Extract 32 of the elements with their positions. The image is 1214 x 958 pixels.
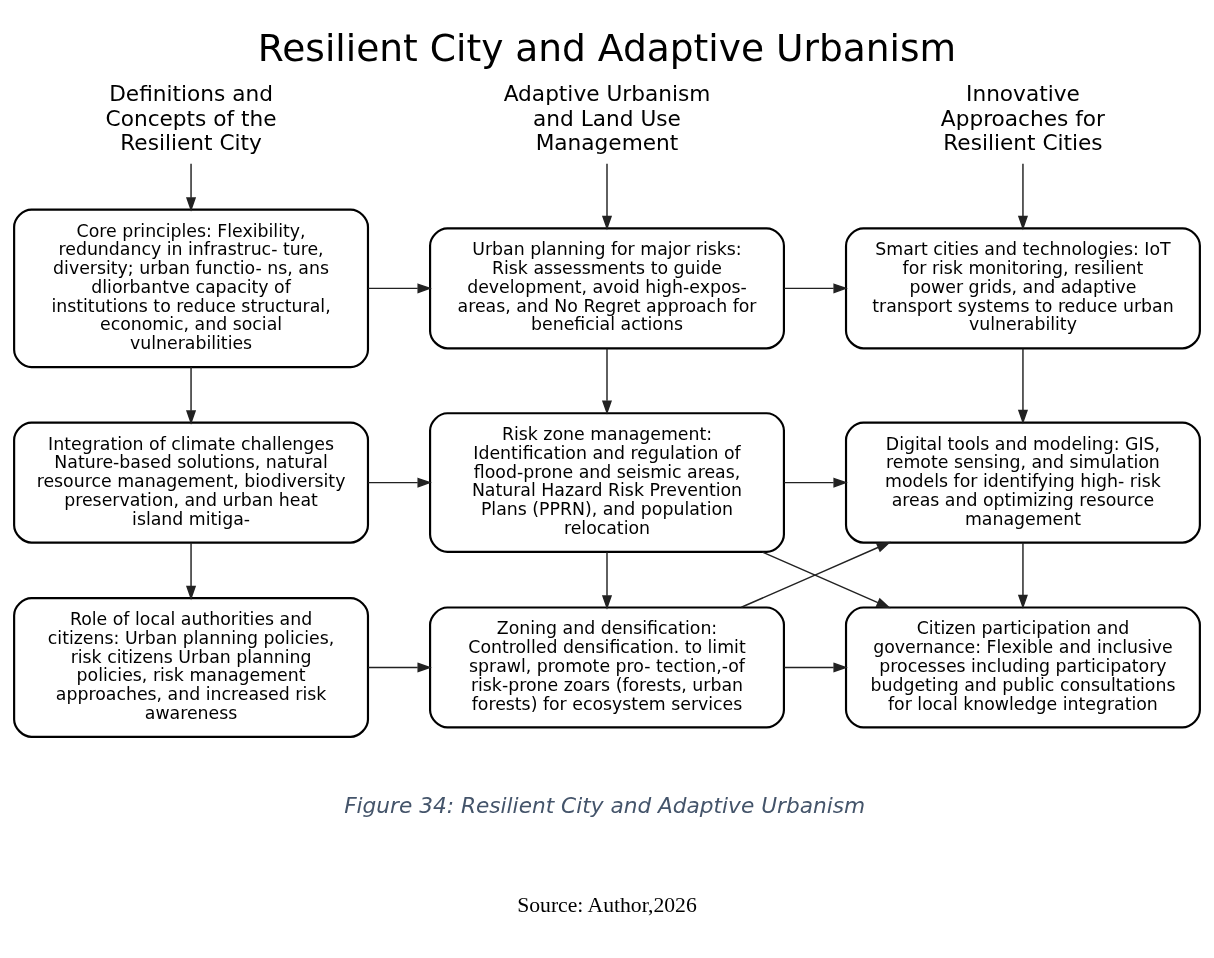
arrow bbox=[186, 163, 197, 212]
node-box: Digital tools and modeling: GIS, remote sensing, and simulation models for identifying high- risk areas and optimizing resource management bbox=[844, 421, 1201, 544]
arrow bbox=[367, 477, 432, 488]
arrow bbox=[783, 283, 848, 294]
arrow bbox=[1017, 163, 1028, 231]
arrow bbox=[1017, 541, 1028, 610]
caption: Figure 34: Resilient City and Adaptive Urbanism bbox=[344, 792, 866, 818]
node-text: Innovative Approaches for Resilient Cities bbox=[940, 81, 1106, 156]
diagram-title: Resilient City and Adaptive Urbanism bbox=[257, 25, 957, 70]
node-box: Risk zone management: Identification and regulation of flood-prone and seismic areas, Natural Hazard Risk Prevention Plans (PPRN), and population relocation bbox=[429, 412, 785, 554]
node-box: Core principles: Flexibility, redundancy in infrastruc- ture, diversity; urban functio- ns, ans dliorbantve capacity of institutions to reduce structural, economic, and social vulnerabilities bbox=[13, 208, 370, 369]
node-text: Adaptive Urbanism and Land Use Management bbox=[503, 81, 711, 156]
node-box: Urban planning for major risks: Risk assessments to guide development, avoid high-expos- areas, and No Regret approach for beneficial actions bbox=[429, 227, 785, 350]
arrow bbox=[783, 477, 848, 488]
arrow bbox=[761, 551, 891, 609]
arrow bbox=[601, 348, 613, 415]
arrow bbox=[783, 662, 848, 673]
arrow bbox=[186, 366, 197, 425]
arrow bbox=[367, 662, 432, 673]
arrow bbox=[601, 551, 613, 610]
node-box: Citizen participation and governance: Flexible and inclusive processes including participatory budgeting and public consultations for local knowledge integration bbox=[844, 606, 1201, 729]
arrow bbox=[1017, 348, 1028, 425]
node-box: Integration of climate challenges Nature-based solutions, natural resource management, biodiversity preservation, and urban heat island mitiga- bbox=[13, 421, 370, 544]
node-text: Definitions and Concepts of the Resilient City bbox=[105, 81, 277, 156]
node-box: Role of local authorities and citizens: Urban planning policies, risk citizens Urban planning policies, risk management approaches, and increased risk awareness bbox=[13, 597, 370, 738]
arrow bbox=[367, 283, 432, 294]
arrow bbox=[601, 163, 613, 231]
arrow bbox=[740, 541, 892, 608]
arrow bbox=[186, 541, 197, 601]
label: Source: Author,2026 bbox=[517, 893, 697, 918]
node-box: Smart cities and technologies: IoT for risk monitoring, resilient power grids, and adaptive transport systems to reduce urban vulnerability bbox=[844, 227, 1201, 350]
node-box: Zoning and densification: Controlled densification. to limit sprawl, promote pro- tection,-of risk-prone zoars (forests, urban forests) for ecosystem services bbox=[429, 606, 785, 729]
